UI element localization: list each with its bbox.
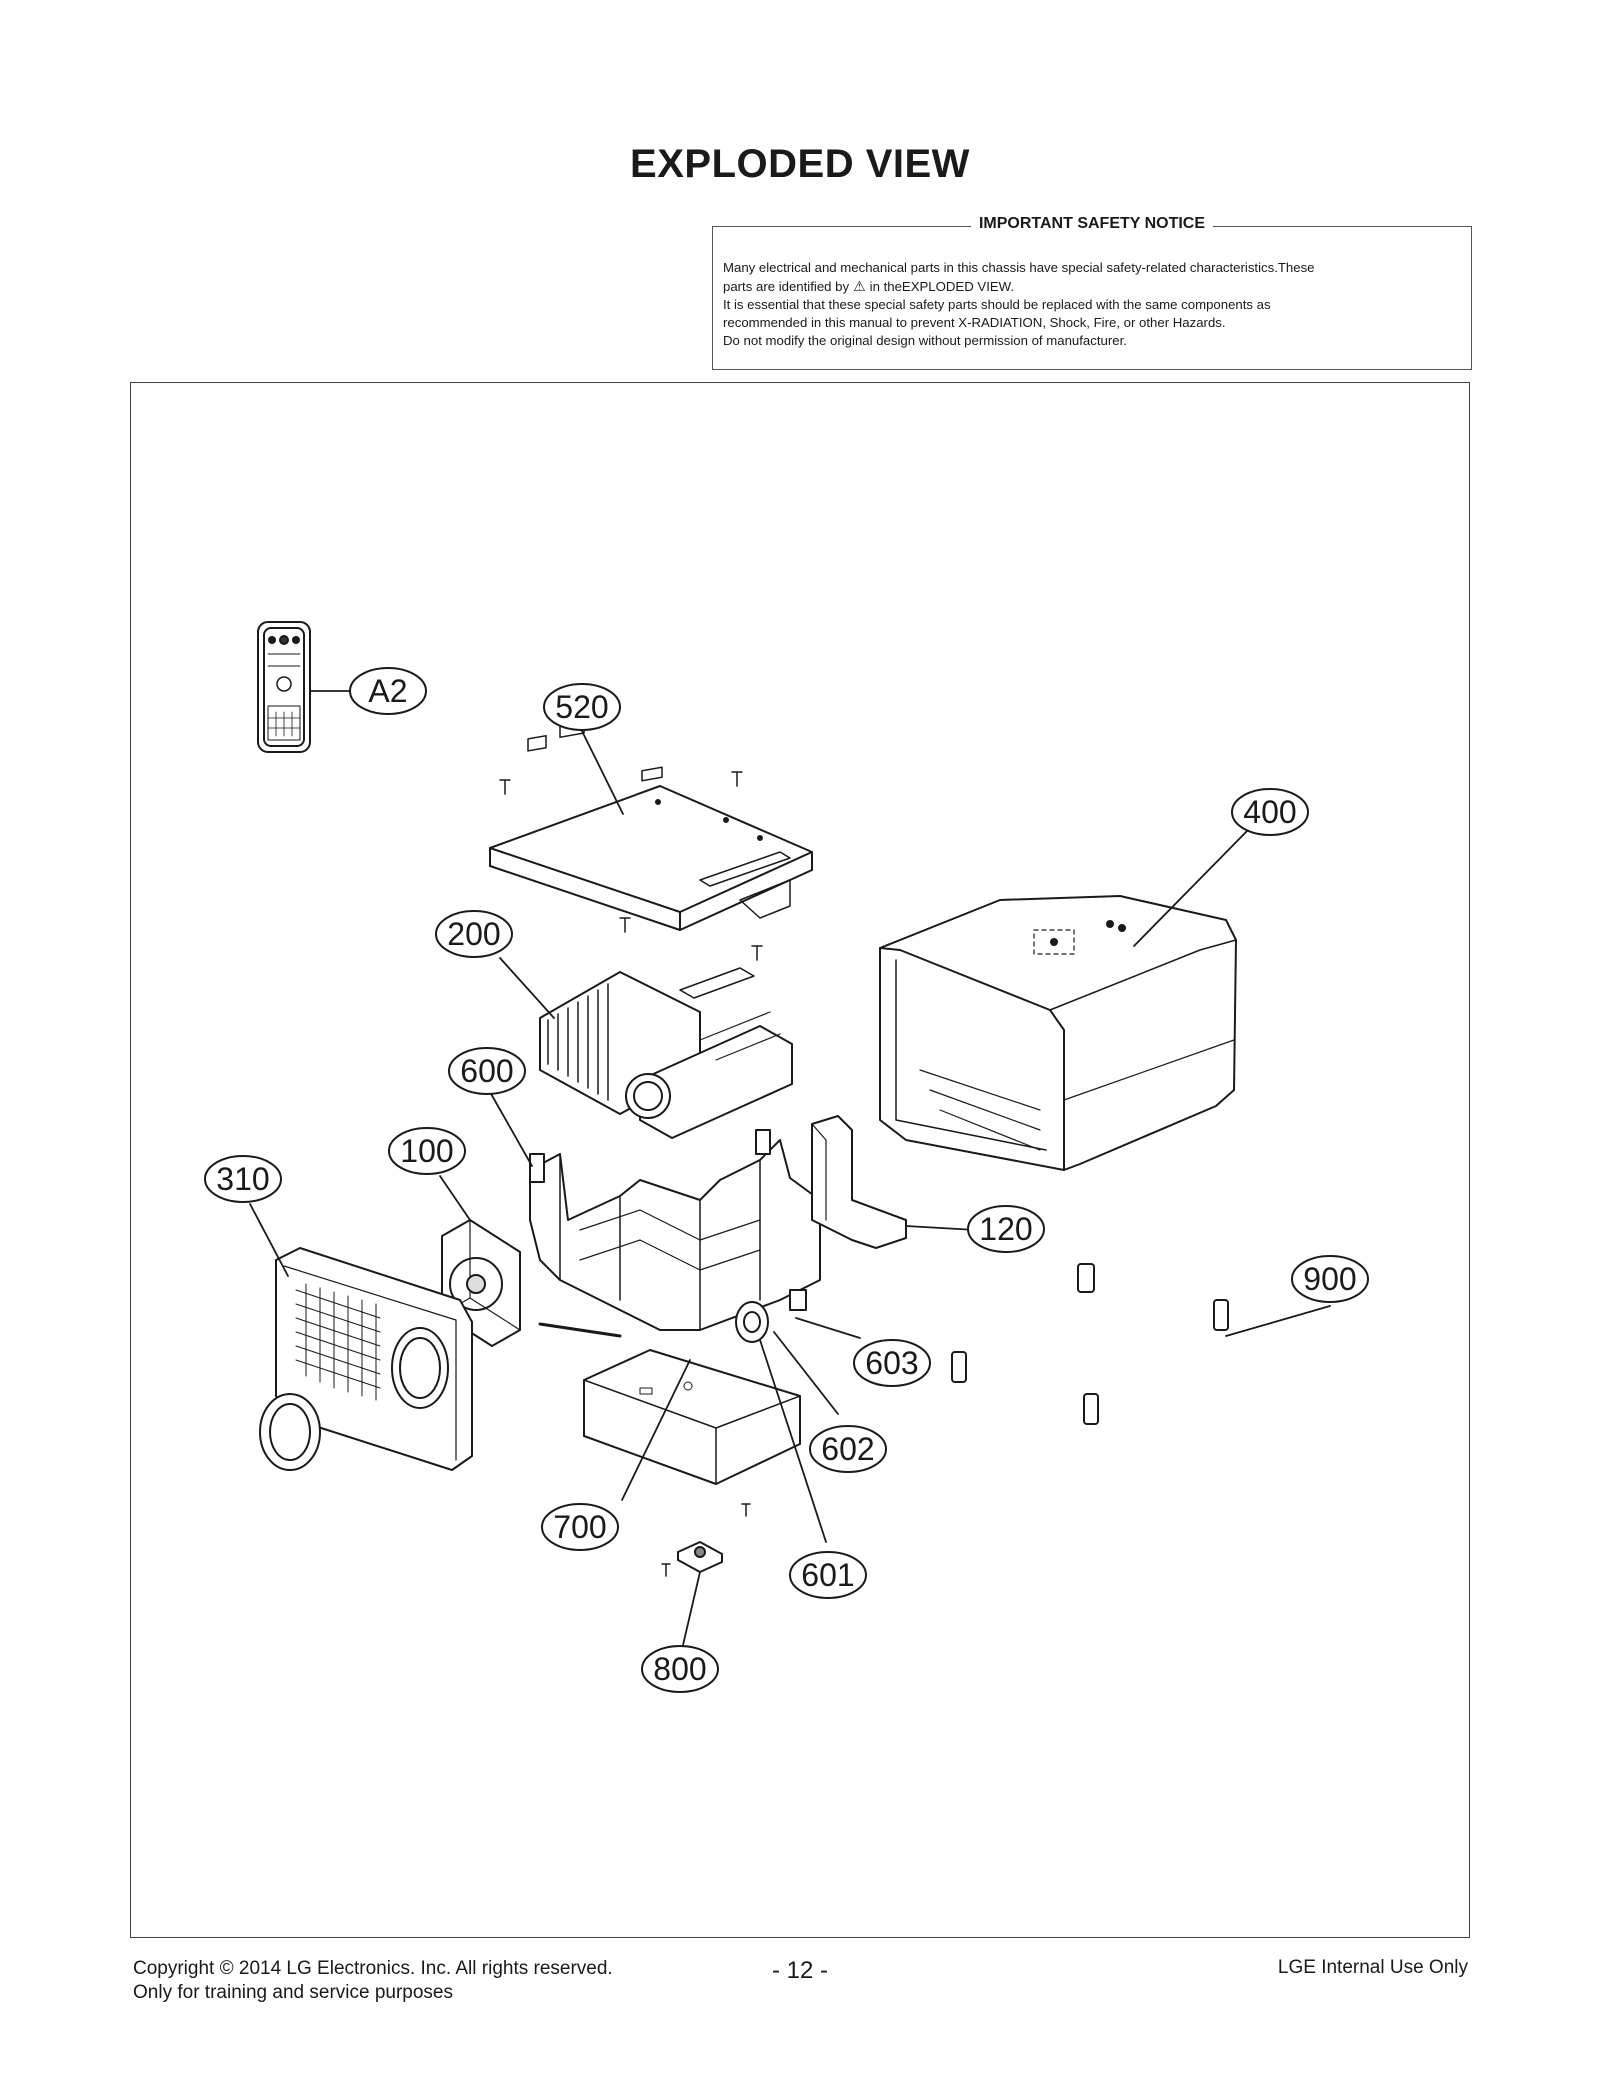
safety-notice-body: Many electrical and mechanical parts in … [723,259,1461,350]
battery-pack [538,1322,801,1485]
board-screws [499,771,763,961]
callout-120 [967,1205,1045,1253]
notice-line-1: Many electrical and mechanical parts in … [723,260,1315,275]
page-title: EXPLODED VIEW [630,142,970,186]
callout-900 [1291,1255,1369,1303]
callout-100-text: 100 [400,1133,453,1169]
callout-310 [204,1155,282,1203]
callout-700-text: 700 [553,1509,606,1545]
callout-602 [809,1425,887,1473]
safety-notice-heading: IMPORTANT SAFETY NOTICE [713,215,1471,233]
feet-screws [951,1263,1229,1425]
footer-copyright: Copyright © 2014 LG Electronics. Inc. Al… [133,1958,613,1979]
callout-601-text: 601 [801,1557,854,1593]
front-cover [259,1247,473,1471]
callout-800 [641,1645,719,1693]
notice-line-3: It is essential that these special safet… [723,297,1271,312]
notice-line-2: parts are identified by⚠in theEXPLODED V… [723,278,1015,294]
callout-603 [853,1339,931,1387]
bottom-bracket [661,1503,751,1577]
callout-400 [1231,788,1309,836]
callout-602-text: 602 [821,1431,874,1467]
case-cover [879,895,1237,1171]
callout-310-text: 310 [216,1161,269,1197]
notice-line-4: recommended in this manual to prevent X-… [723,315,1226,330]
callout-200-text: 200 [447,916,500,952]
callout-labels: A2 520 400 200 600 100 310 120 900 603 6… [204,667,1369,1693]
chassis-frame [529,1129,821,1331]
remote-control [257,621,311,753]
footer-internal: LGE Internal Use Only [1277,1957,1468,1978]
warning-triangle-icon: ⚠ [853,278,866,294]
callout-a2-text: A2 [368,673,407,709]
callout-800-text: 800 [653,1651,706,1687]
callout-900-text: 900 [1303,1261,1356,1297]
notice-line-5: Do not modify the original design withou… [723,333,1127,348]
side-bracket [811,1115,907,1249]
callout-601 [789,1551,867,1599]
diagram-frame [130,382,1470,1938]
page-number: - 12 - [771,1957,828,1984]
callout-100 [388,1127,466,1175]
callout-120-text: 120 [979,1211,1032,1247]
optical-engine [539,967,793,1139]
callout-400-text: 400 [1243,794,1296,830]
callout-603-text: 603 [865,1345,918,1381]
safety-notice-box: IMPORTANT SAFETY NOTICE Many electrical … [712,215,1472,370]
callout-700 [541,1503,619,1551]
main-board [489,720,813,931]
leader-lines [249,690,1331,1659]
footer-purpose: Only for training and service purposes [133,1982,453,2003]
callout-600-text: 600 [460,1053,513,1089]
callout-520 [543,683,621,731]
footer-copyright-block: Copyright © 2014 LG Electronics. Inc. Al… [133,1957,613,2005]
callout-520-text: 520 [555,689,608,725]
callout-a2 [349,667,427,715]
callout-600 [448,1047,526,1095]
focus-wheel-parts [735,1289,807,1343]
callout-200 [435,910,513,958]
